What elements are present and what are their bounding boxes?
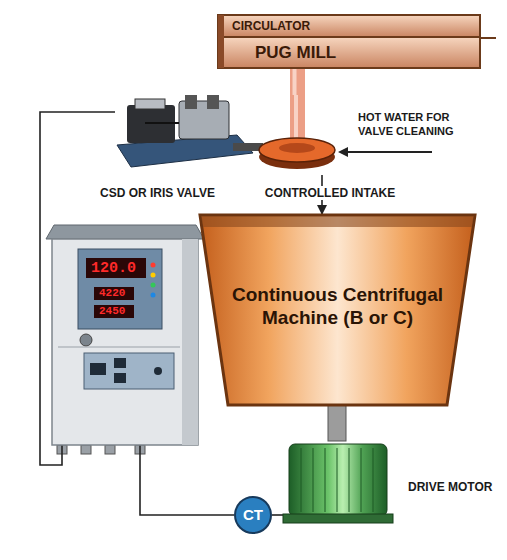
centrifugal-machine: Continuous Centrifugal Machine (B or C) (200, 215, 475, 405)
circle-shape (80, 334, 92, 346)
valve-label: CSD OR IRIS VALVE (100, 186, 215, 200)
line-shape (337, 448, 338, 512)
rect-shape (218, 15, 224, 68)
rect-shape (90, 363, 106, 375)
rect-shape (94, 287, 134, 300)
circle-shape (151, 293, 156, 298)
rect-shape (218, 15, 480, 37)
drive-motor: DRIVE MOTOR (283, 440, 393, 525)
feed-pipe (295, 68, 298, 95)
rect-shape (294, 95, 298, 141)
rect-shape (207, 95, 219, 109)
polygon-shape (200, 215, 475, 405)
node-shape (283, 440, 393, 525)
line-shape (145, 122, 179, 124)
control-panel: 120.0 4220 2450 (50, 225, 200, 445)
circle-shape (151, 263, 156, 268)
polygon-shape (46, 225, 204, 239)
machine-label: Continuous Centrifugal Machine (B or C) (220, 283, 455, 329)
ellipse-shape (259, 138, 335, 162)
line-shape (361, 448, 362, 512)
line-shape (325, 448, 326, 512)
cable-gland (105, 445, 115, 454)
rect-shape (218, 37, 480, 68)
line-shape (373, 448, 374, 512)
pug-mill-band: CIRCULATOR PUG MILL (218, 15, 480, 68)
connector-line (272, 514, 283, 516)
connector-line (140, 445, 234, 515)
line-shape (349, 448, 350, 512)
display-reading: 4220 (99, 287, 125, 300)
node-shape (50, 225, 200, 445)
rect-shape (114, 358, 126, 368)
rect-shape (114, 373, 126, 383)
rect-shape (283, 514, 393, 523)
hot-water-arrowhead (338, 147, 348, 157)
rect-shape (86, 258, 146, 278)
polygon-shape (201, 216, 474, 227)
cable-gland (81, 445, 91, 454)
rect-shape (52, 239, 198, 445)
rect-shape (135, 99, 165, 109)
rect-shape (185, 95, 197, 109)
motor-label: DRIVE MOTOR (408, 480, 492, 494)
line-shape (313, 448, 314, 512)
rect-shape (84, 353, 174, 389)
valve-unit: CSD OR IRIS VALVE (115, 95, 335, 175)
ellipse-shape (279, 143, 315, 153)
drive-shaft (328, 404, 346, 441)
circle-shape (151, 273, 156, 278)
display-reading: 2450 (99, 305, 125, 318)
line-shape (58, 347, 180, 348)
connector (140, 445, 234, 515)
note-label: HOT WATER FOR VALVE CLEANING (358, 110, 482, 138)
rect-shape (289, 444, 387, 516)
connector (272, 515, 283, 516)
display-reading: 120.0 (91, 260, 136, 277)
line-shape (301, 448, 302, 512)
rect-shape (94, 305, 134, 318)
rect-shape (78, 249, 162, 329)
circle-shape (151, 283, 156, 288)
band-label: CIRCULATOR (232, 19, 310, 33)
circle-shape (154, 367, 162, 375)
pipe-body (290, 68, 305, 95)
pipe-highlight (293, 68, 297, 95)
hot-water-arrow (346, 151, 432, 153)
ct-label: CT (236, 498, 270, 532)
edge-label: CONTROLLED INTAKE (262, 186, 398, 200)
node-shape (115, 95, 335, 175)
pug-mill-rail (480, 37, 496, 39)
rect-shape (290, 95, 305, 141)
ct-circle: CT (234, 496, 272, 534)
rect-shape (182, 239, 198, 445)
band-label: PUG MILL (255, 43, 336, 63)
